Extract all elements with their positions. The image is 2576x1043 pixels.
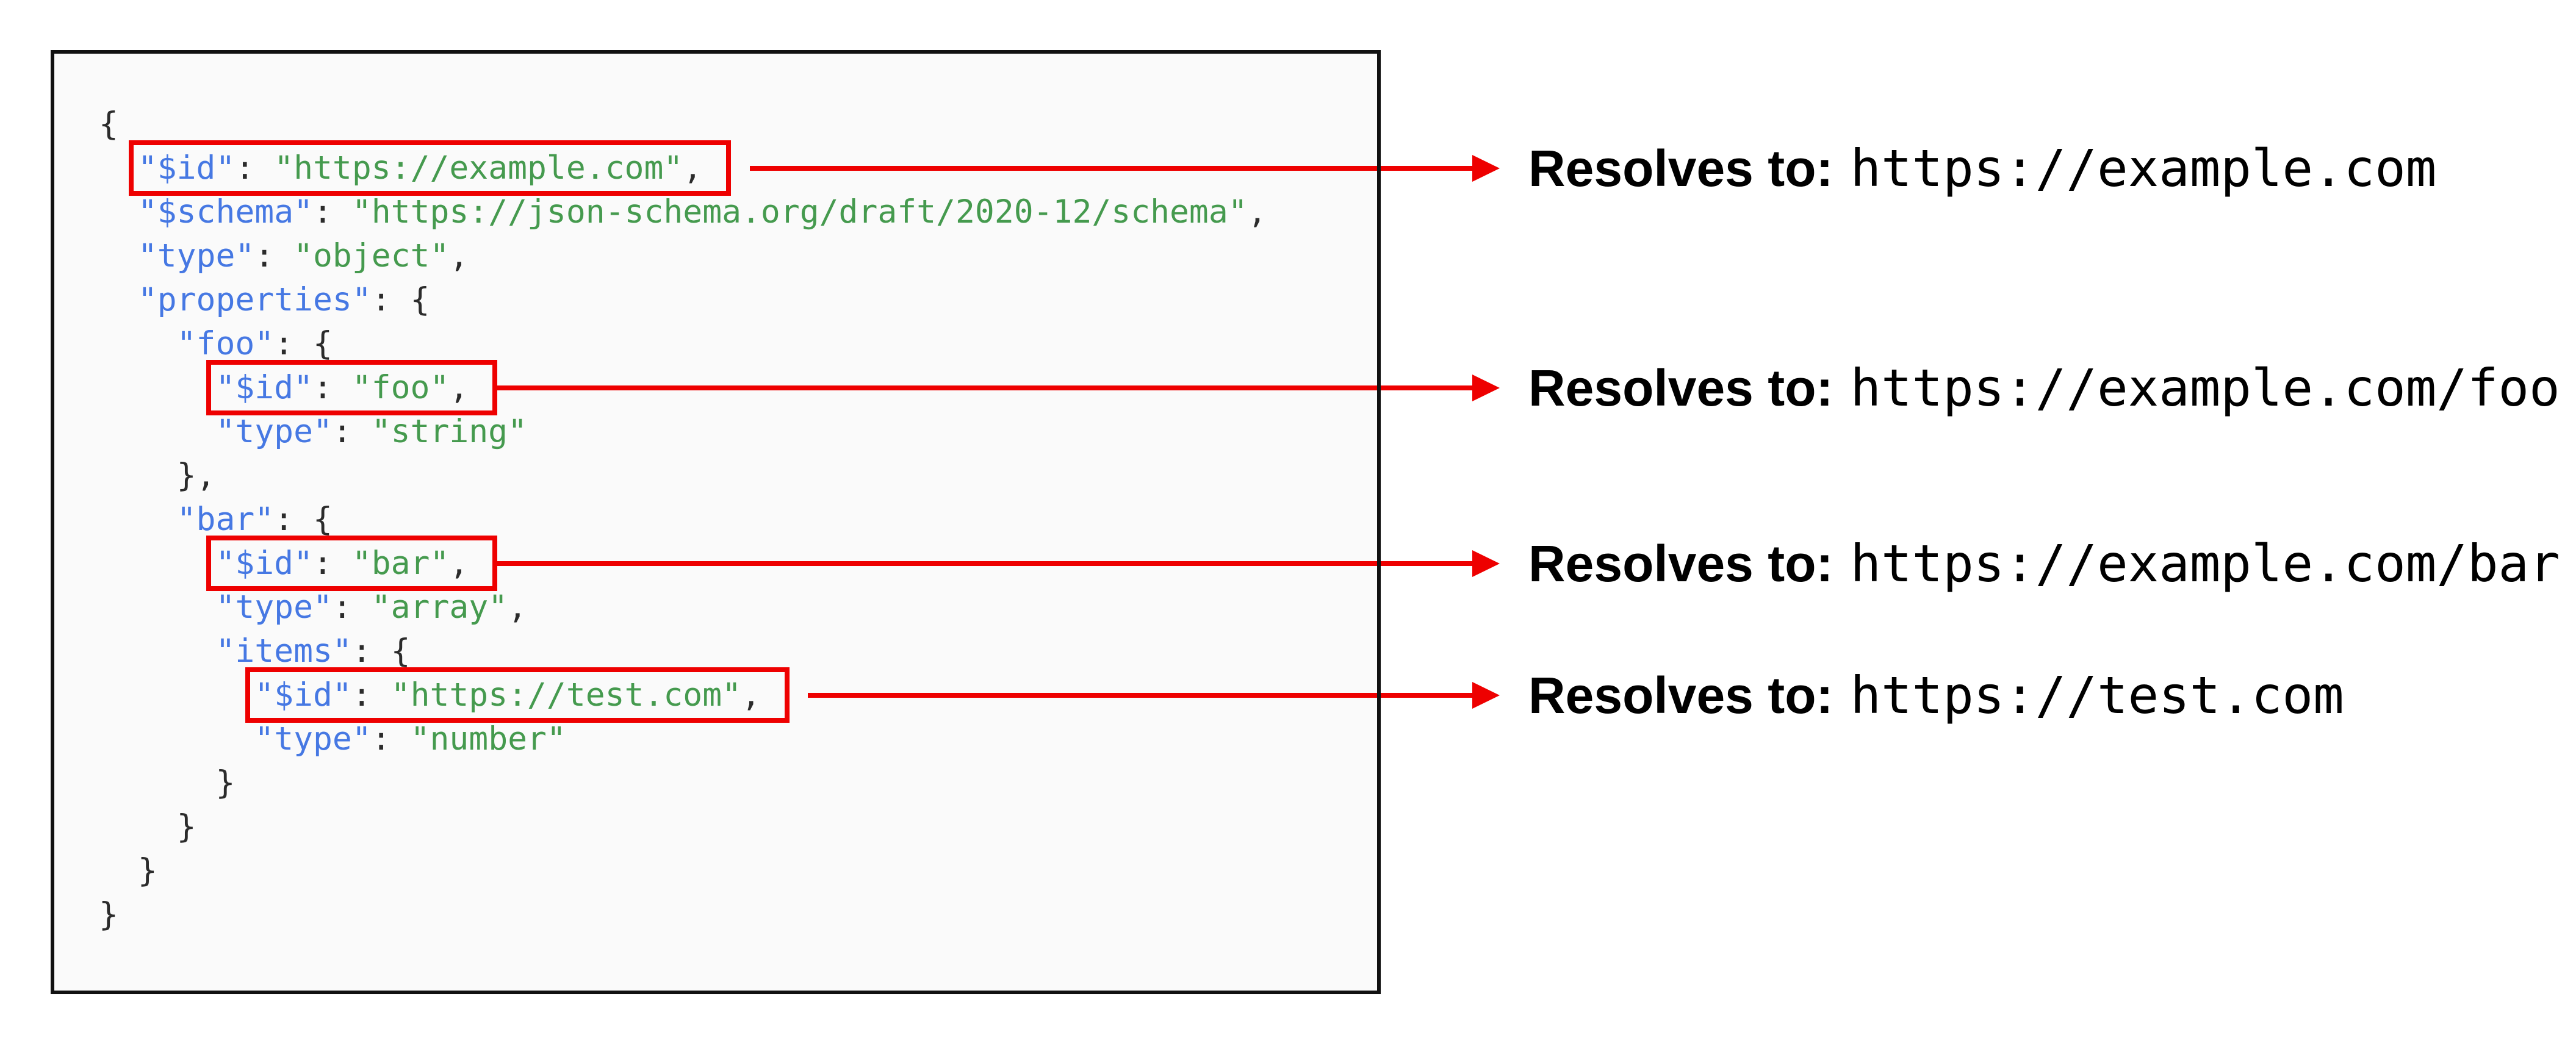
json-string-value: "foo" <box>351 369 450 406</box>
json-punctuation: } <box>215 764 236 801</box>
resolved-url-value: https://test.com <box>1850 665 2344 725</box>
resolved-url-value: https://example.com <box>1850 138 2437 198</box>
code-line: "$schema": "https://json-schema.org/draf… <box>99 190 1267 234</box>
json-schema-code: { "$id": "https://example.com", "$schema… <box>99 102 1267 937</box>
json-key: "type" <box>254 720 372 758</box>
json-key: "type" <box>215 589 333 626</box>
code-line: "$id": "bar", <box>99 536 1267 591</box>
arrow-line-root-id <box>750 166 1472 171</box>
code-line: "$id": "https://example.com", <box>99 140 1267 196</box>
code-panel <box>51 50 1381 994</box>
arrow-line-foo-id <box>497 385 1472 390</box>
highlight-box: "$id": "https://test.com", <box>245 667 790 723</box>
highlight-box: "$id": "https://example.com", <box>128 140 732 196</box>
json-key: "items" <box>215 633 352 670</box>
json-punctuation: } <box>176 808 196 845</box>
json-punctuation: : { <box>274 325 333 362</box>
json-punctuation: , <box>449 369 489 406</box>
json-punctuation: : { <box>371 281 430 318</box>
json-punctuation: : { <box>274 501 333 538</box>
highlight-box: "$id": "foo", <box>206 360 498 415</box>
json-punctuation: : <box>235 149 275 187</box>
json-punctuation: : <box>371 720 411 758</box>
code-line: { <box>99 102 1267 146</box>
json-punctuation: } <box>137 852 157 889</box>
json-key: "$id" <box>137 149 236 187</box>
arrow-line-bar-id <box>497 561 1472 566</box>
json-key: "foo" <box>176 325 275 362</box>
json-punctuation: : { <box>351 633 411 670</box>
code-line: "type": "number" <box>99 717 1267 761</box>
json-punctuation: : <box>313 369 352 406</box>
json-string-value: "object" <box>293 237 450 274</box>
code-line: "type": "object", <box>99 234 1267 278</box>
json-string-value: "number" <box>410 720 566 758</box>
code-line: "foo": { <box>99 322 1267 366</box>
json-key: "type" <box>215 413 333 450</box>
json-punctuation: : <box>332 589 372 626</box>
json-key: "$id" <box>215 545 313 582</box>
json-punctuation: , <box>449 545 489 582</box>
json-punctuation: , <box>741 676 780 714</box>
resolved-url-value: https://example.com/bar <box>1850 534 2560 593</box>
annotation-row: Resolves to: https://example.com/foo <box>1528 358 2560 418</box>
json-string-value: "array" <box>371 589 508 626</box>
code-line: "bar": { <box>99 498 1267 542</box>
json-string-value: "bar" <box>351 545 450 582</box>
arrow-right-icon <box>1472 155 1500 182</box>
annotation-row: Resolves to: https://example.com/bar <box>1528 534 2560 593</box>
json-string-value: "string" <box>371 413 528 450</box>
json-punctuation: , <box>683 149 722 187</box>
json-key: "properties" <box>137 281 372 318</box>
json-punctuation: : <box>332 413 372 450</box>
resolves-to-label: Resolves to: <box>1528 535 1833 592</box>
json-key: "type" <box>137 237 255 274</box>
code-line: "items": { <box>99 629 1267 673</box>
highlight-box: "$id": "bar", <box>206 536 498 591</box>
code-line: } <box>99 849 1267 893</box>
resolves-to-label: Resolves to: <box>1528 359 1833 417</box>
code-line: }, <box>99 454 1267 498</box>
code-line: "$id": "foo", <box>99 360 1267 415</box>
arrow-line-items-id <box>808 693 1472 698</box>
json-key: "$id" <box>215 369 313 406</box>
json-punctuation: : <box>313 193 352 231</box>
json-key: "bar" <box>176 501 275 538</box>
code-line: "type": "string" <box>99 410 1267 454</box>
json-punctuation: { <box>99 106 118 143</box>
json-key: "$id" <box>254 676 352 714</box>
json-key: "$schema" <box>137 193 314 231</box>
json-punctuation: : <box>351 676 391 714</box>
code-line: } <box>99 761 1267 805</box>
arrow-right-icon <box>1472 375 1500 401</box>
json-string-value: "https://test.com" <box>390 676 742 714</box>
json-punctuation: : <box>254 237 294 274</box>
resolves-to-label: Resolves to: <box>1528 140 1833 197</box>
json-punctuation: , <box>508 589 528 626</box>
code-line: "type": "array", <box>99 586 1267 629</box>
annotation-row: Resolves to: https://test.com <box>1528 665 2344 725</box>
code-line: } <box>99 893 1267 937</box>
json-punctuation: }, <box>176 457 216 494</box>
arrow-right-icon <box>1472 682 1500 709</box>
code-line: "properties": { <box>99 278 1267 322</box>
json-string-value: "https://json-schema.org/draft/2020-12/s… <box>351 193 1248 231</box>
code-line: "$id": "https://test.com", <box>99 667 1267 723</box>
json-punctuation: , <box>1247 193 1267 231</box>
code-line: } <box>99 805 1267 849</box>
json-punctuation: , <box>449 237 469 274</box>
resolves-to-label: Resolves to: <box>1528 667 1833 724</box>
resolved-url-value: https://example.com/foo <box>1850 358 2560 418</box>
json-punctuation: } <box>99 896 118 933</box>
arrow-right-icon <box>1472 550 1500 577</box>
json-punctuation: : <box>313 545 352 582</box>
json-string-value: "https://example.com" <box>274 149 683 187</box>
annotation-row: Resolves to: https://example.com <box>1528 138 2436 198</box>
